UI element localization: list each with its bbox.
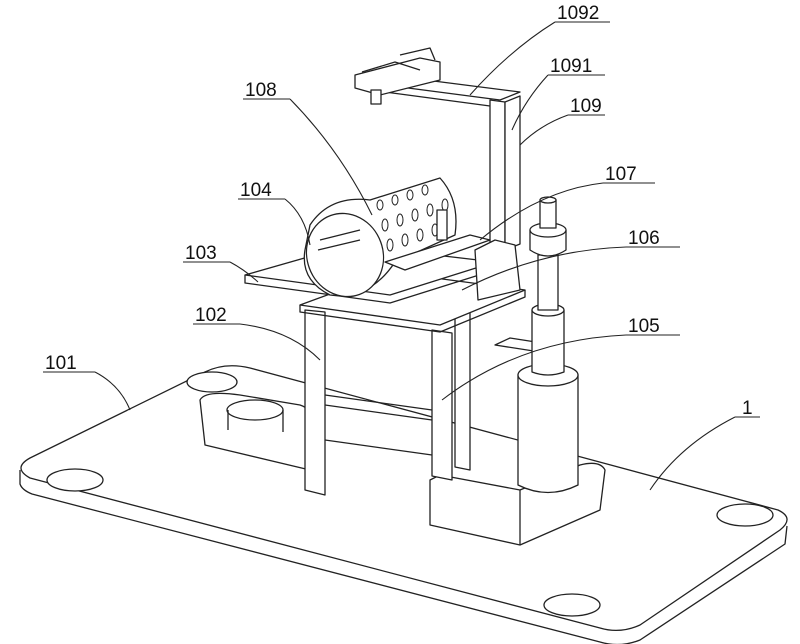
mount-hole	[46, 468, 104, 492]
label-101: 101	[45, 353, 77, 374]
mount-hole	[543, 593, 601, 617]
cylinder	[517, 196, 579, 494]
base-plate	[19, 365, 788, 644]
label-103: 103	[185, 243, 217, 264]
perforated-tube	[303, 177, 491, 298]
label-108: 108	[245, 80, 277, 101]
label-1092: 1092	[557, 3, 599, 24]
top-arm	[354, 47, 521, 107]
mount-hole	[716, 503, 774, 527]
label-105: 105	[628, 316, 660, 337]
label-1091: 1091	[550, 56, 592, 77]
mount-hole	[186, 371, 238, 393]
label-107: 107	[605, 164, 637, 185]
label-102: 102	[195, 305, 227, 326]
label-109: 109	[570, 96, 602, 117]
label-1: 1	[742, 398, 753, 419]
label-104: 104	[240, 180, 272, 201]
leader-lines	[43, 21, 760, 491]
vertical-column	[474, 95, 521, 301]
label-106: 106	[628, 228, 660, 249]
